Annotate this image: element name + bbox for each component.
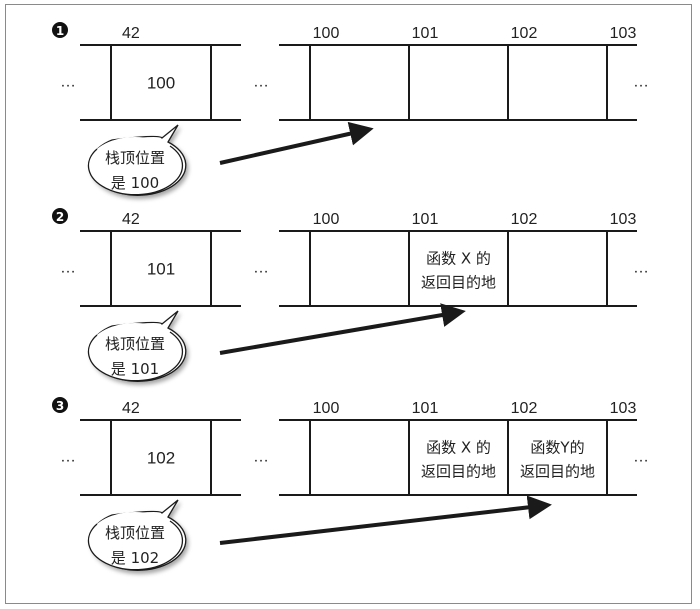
address-label: 101 — [412, 25, 439, 42]
step-marker-icon — [52, 397, 68, 413]
cell-content: 返回目的地 — [421, 463, 496, 481]
step-number: 2 — [56, 210, 64, 224]
address-label: 100 — [313, 211, 340, 228]
step-marker-icon — [52, 208, 68, 224]
address-label: 102 — [511, 211, 538, 228]
ellipsis: … — [60, 449, 76, 466]
bubble-text: 栈顶位置 — [105, 149, 165, 167]
pointer-arrow — [219, 495, 552, 545]
speech-bubble-outline — [87, 145, 184, 196]
speech-bubble-outline — [87, 520, 184, 571]
address-label: 103 — [610, 400, 637, 417]
address-label: 42 — [122, 25, 140, 42]
speech-bubble-fill — [88, 137, 182, 195]
address-label: 102 — [511, 400, 538, 417]
address-label: 101 — [412, 400, 439, 417]
ellipsis: … — [253, 74, 269, 91]
cell-content: 返回目的地 — [520, 463, 595, 481]
ellipsis: … — [253, 260, 269, 277]
bubble-text: 栈顶位置 — [105, 524, 165, 542]
step-number: 1 — [56, 24, 64, 38]
step-number: 3 — [56, 399, 64, 413]
ellipsis: … — [633, 74, 649, 91]
stack-pointer-value: 101 — [147, 260, 175, 279]
bubble-text: 是 101 — [111, 360, 159, 378]
cell-content: 函数Y的 — [530, 439, 584, 457]
speech-bubble-fill — [88, 512, 182, 570]
ellipsis: … — [253, 449, 269, 466]
address-label: 42 — [122, 211, 140, 228]
address-label: 42 — [122, 400, 140, 417]
bubble-text: 栈顶位置 — [105, 335, 165, 353]
address-label: 102 — [511, 25, 538, 42]
address-label: 103 — [610, 25, 637, 42]
diagram-frame — [5, 4, 692, 604]
cell-content: 函数 X 的 — [426, 439, 491, 457]
ellipsis: … — [633, 260, 649, 277]
speech-bubble-fill — [88, 323, 182, 381]
stack-pointer-value: 102 — [147, 449, 175, 468]
speech-bubble-outline — [87, 331, 184, 382]
step-marker-icon — [52, 22, 68, 38]
cell-content: 函数 X 的 — [426, 250, 491, 268]
address-label: 101 — [412, 211, 439, 228]
address-label: 100 — [313, 25, 340, 42]
address-label: 100 — [313, 400, 340, 417]
bubble-text: 是 102 — [111, 549, 159, 567]
bubble-text: 是 100 — [111, 174, 159, 192]
pointer-arrow — [219, 121, 374, 165]
ellipsis: … — [60, 74, 76, 91]
cell-content: 返回目的地 — [421, 274, 496, 292]
ellipsis: … — [633, 449, 649, 466]
ellipsis: … — [60, 260, 76, 277]
stack-pointer-value: 100 — [147, 74, 175, 93]
address-label: 103 — [610, 211, 637, 228]
pointer-arrow — [219, 303, 466, 355]
